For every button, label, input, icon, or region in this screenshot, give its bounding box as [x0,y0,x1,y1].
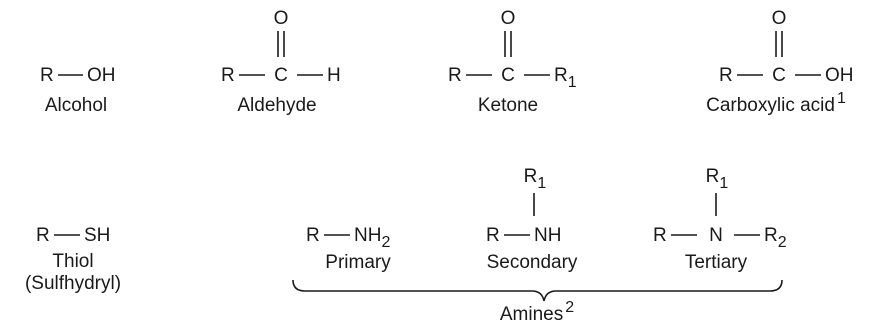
tertiary-amine-n-atom: N [709,225,723,246]
alcohol-oh-atom: OH [87,65,116,86]
ketone-c-atom: C [501,65,515,86]
aldehyde-group: O R C H Aldehyde [221,8,341,116]
thiol-r-atom: R [36,225,50,246]
secondary-amine-r1-atom: R1 [524,166,547,192]
amines-label-text: Amines [500,304,563,325]
alcohol-group: R OH Alcohol [40,65,116,116]
ketone-r1-subscript: 1 [568,74,577,91]
tertiary-amine-r2-letter: R [764,225,778,246]
thiol-alt-name: (Sulfhydryl) [25,273,121,294]
thiol-group: R SH Thiol (Sulfhydryl) [25,225,121,294]
amines-brace [292,279,783,302]
carboxylic-acid-r-atom: R [719,65,733,86]
primary-amine-name: Primary [325,252,391,273]
thiol-name: Thiol [52,251,93,272]
amines-footnote: 2 [565,299,574,316]
alcohol-name: Alcohol [45,95,107,116]
primary-amine-nh-subscript: 2 [381,234,390,251]
alcohol-r-atom: R [40,65,54,86]
primary-amine-nh2-atom: NH2 [354,225,390,251]
secondary-amine-group: R1 R NH Secondary [486,166,578,273]
ketone-o-atom: O [501,8,516,29]
secondary-amine-name: Secondary [487,252,578,273]
tertiary-amine-r2-subscript: 2 [778,234,787,251]
secondary-amine-r1-letter: R [524,166,538,187]
carboxylic-acid-footnote: 1 [837,90,846,107]
secondary-amine-r-atom: R [486,225,500,246]
tertiary-amine-name: Tertiary [685,252,748,273]
secondary-amine-r1-subscript: 1 [537,175,546,192]
thiol-sh-atom: SH [84,225,110,246]
ketone-r1-atom: R1 [554,65,577,91]
primary-amine-nh-letters: NH [354,225,381,246]
secondary-amine-nh-atom: NH [534,225,561,246]
aldehyde-c-atom: C [274,65,288,86]
tertiary-amine-r1-letter: R [706,166,720,187]
carboxylic-acid-name-text: Carboxylic acid [706,95,835,116]
carboxylic-acid-c-atom: C [772,65,786,86]
aldehyde-o-atom: O [274,8,289,29]
tertiary-amine-r1-subscript: 1 [719,175,728,192]
carboxylic-acid-o-atom: O [772,8,787,29]
aldehyde-name: Aldehyde [237,95,316,116]
tertiary-amine-group: R1 R N R2 Tertiary [653,166,787,273]
tertiary-amine-r2-atom: R2 [764,225,787,251]
ketone-group: O R C R1 Ketone [448,8,577,116]
ketone-name: Ketone [478,95,538,116]
carboxylic-acid-oh-atom: OH [825,65,854,86]
aldehyde-h-atom: H [327,65,341,86]
tertiary-amine-r-atom: R [653,225,667,246]
primary-amine-r-atom: R [306,225,320,246]
aldehyde-r-atom: R [221,65,235,86]
ketone-r-atom: R [448,65,462,86]
tertiary-amine-r1-atom: R1 [706,166,729,192]
ketone-r1-letter: R [554,65,568,86]
primary-amine-group: R NH2 Primary [306,225,391,273]
